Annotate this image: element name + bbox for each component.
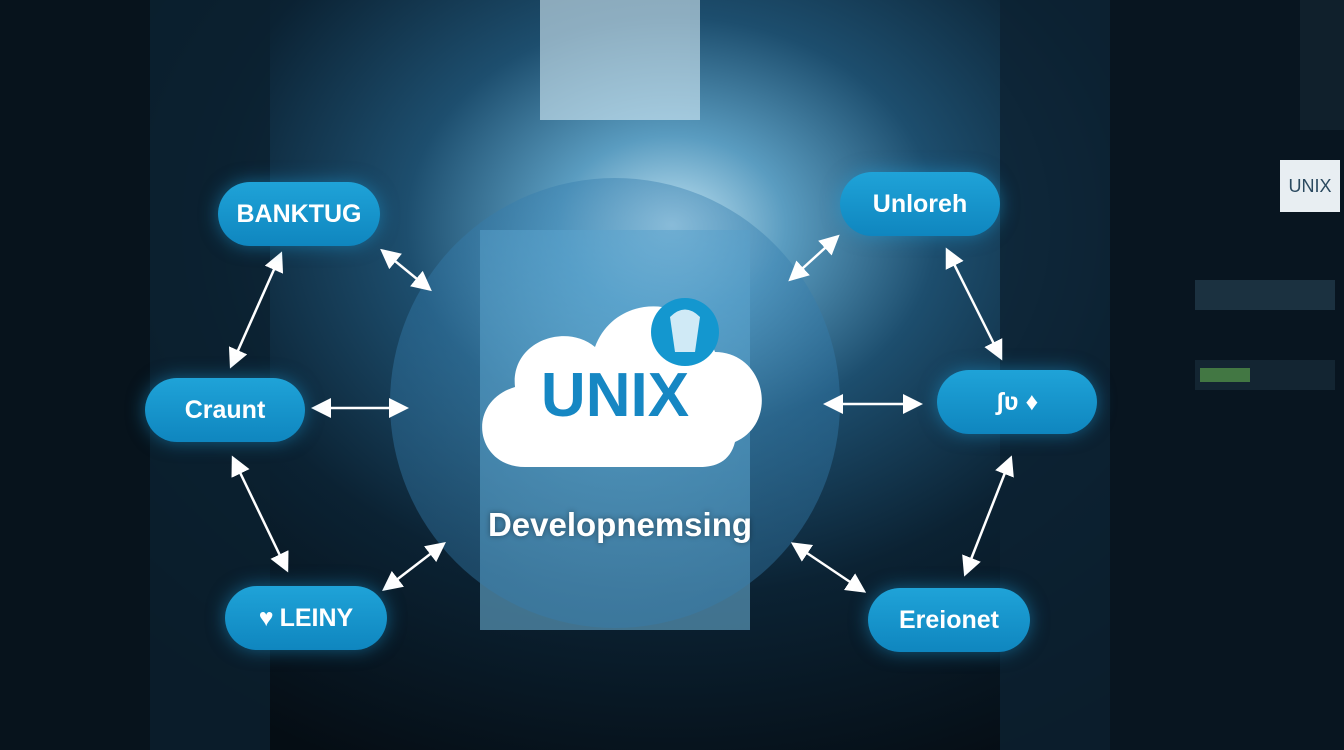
rack-label: UNIX [1280,160,1340,212]
arrow-leiny-center [382,541,446,592]
node-craunt[interactable]: Craunt [145,378,305,442]
node-leiny-label: LEINY [279,603,354,632]
shield-icon: ♥ [258,603,274,632]
center-title: UNIX [540,361,690,430]
arrow-banktug-center [380,248,432,292]
arrow-unloreh-right [945,247,1003,361]
arrow-center-ereionet [790,542,867,593]
node-ereionet[interactable]: Ereionet [868,588,1030,652]
arrow-right-ereionet [962,455,1014,577]
node-unloreh[interactable]: Unloreh [840,172,1000,236]
node-banktug[interactable]: BANKTUG [218,182,380,246]
arrow-craunt-leiny [231,455,289,573]
node-mid-right[interactable]: ʃʋ ♦ [937,370,1097,434]
center-subtitle: Developnemsing [487,506,753,543]
arrow-banktug-craunt [228,251,284,369]
cloud-shape [482,298,762,467]
arrow-unloreh-center [788,234,840,282]
node-leiny[interactable]: ♥ LEINY [225,586,387,650]
